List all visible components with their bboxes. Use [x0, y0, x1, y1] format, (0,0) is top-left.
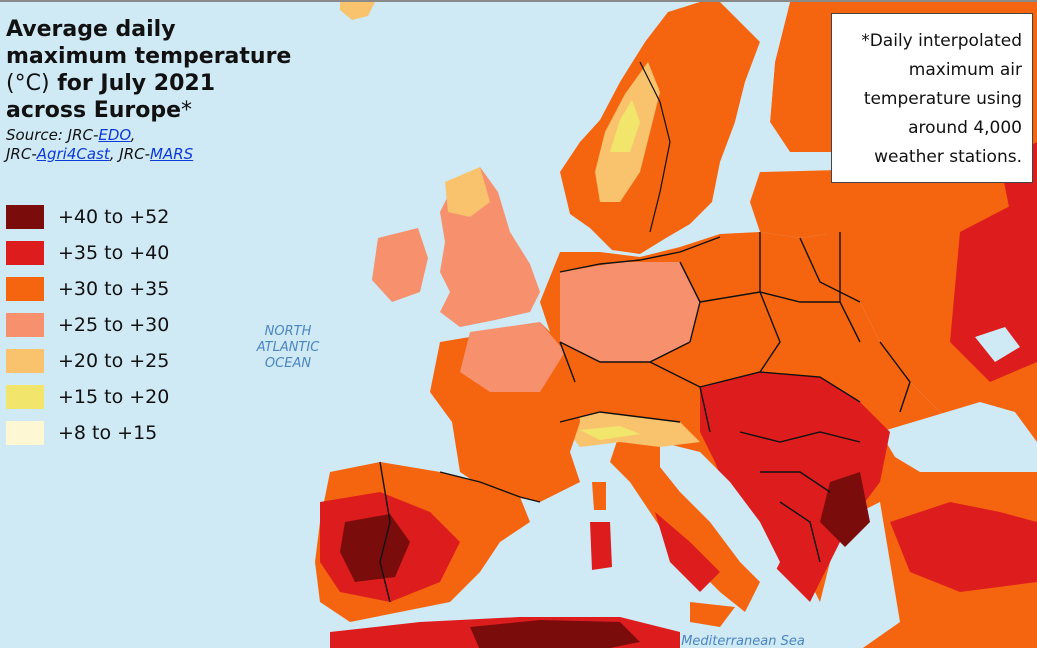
legend-swatch	[6, 385, 44, 409]
country-borders	[379, 232, 911, 603]
sea-of-azov	[975, 327, 1020, 362]
iceland-fragment	[340, 2, 375, 20]
ocean-label: NORTH ATLANTIC OCEAN	[236, 324, 340, 372]
finland-region	[770, 2, 840, 182]
scandinavia-border	[639, 61, 671, 233]
scotland-cool	[445, 167, 490, 217]
legend-swatch	[6, 349, 44, 373]
ocean-label-line-1: NORTH	[264, 324, 312, 339]
legend-item: +35 to +40	[6, 235, 169, 271]
legend-item: +8 to +15	[6, 415, 169, 451]
legend-swatch	[6, 277, 44, 301]
edo-link[interactable]: EDO	[98, 126, 131, 144]
source-comma-1: ,	[130, 126, 136, 144]
alps-cold-core	[580, 426, 640, 440]
baltic-sea	[720, 2, 790, 192]
legend-label: +40 to +52	[58, 206, 170, 228]
map-title: Average daily maximum temperature (°C) f…	[6, 16, 346, 124]
legend-label: +15 to +20	[58, 386, 170, 408]
source-comma-2: , JRC-	[109, 145, 151, 163]
title-block: Average daily maximum temperature (°C) f…	[6, 16, 346, 164]
italy-region	[610, 432, 760, 612]
pannonian-hot-zone	[700, 372, 890, 602]
title-line-1: Average daily	[6, 17, 176, 42]
legend-swatch	[6, 241, 44, 265]
legend-label: +35 to +40	[58, 242, 170, 264]
sicily	[690, 602, 735, 627]
adriatic-sea	[660, 442, 780, 582]
note-line-4: around 4,000	[908, 118, 1022, 138]
mars-link[interactable]: MARS	[150, 145, 194, 163]
legend-label: +8 to +15	[58, 422, 158, 444]
legend-item: +20 to +25	[6, 343, 169, 379]
legend-swatch	[6, 313, 44, 337]
source-credit: Source: JRC-EDO, JRC-Agri4Cast, JRC-MARS	[6, 126, 346, 164]
mediterranean-label: Mediterranean Sea	[681, 634, 805, 648]
note-line-3: temperature using	[863, 89, 1022, 109]
germany-warm	[560, 262, 700, 362]
title-line-3: for July 2021	[49, 71, 216, 96]
balkan-extreme-zone	[820, 472, 870, 547]
note-line-1: *Daily interpolated	[861, 31, 1022, 51]
norway-cool-strip	[610, 100, 640, 152]
legend-item: +40 to +52	[6, 199, 169, 235]
title-line-4: across Europe	[6, 98, 182, 123]
source-prefix: Source: JRC-	[6, 126, 99, 144]
legend-item: +25 to +30	[6, 307, 169, 343]
black-sea	[880, 402, 1037, 477]
legend-swatch	[6, 421, 44, 445]
ocean-label-line-2: ATLANTIC	[256, 340, 320, 355]
legend-label: +20 to +25	[58, 350, 170, 372]
legend-item: +15 to +20	[6, 379, 169, 415]
legend-swatch	[6, 205, 44, 229]
legend: +40 to +52 +35 to +40 +30 to +35 +25 to …	[6, 199, 169, 451]
turkey-hot-zone	[890, 502, 1037, 592]
legend-label: +25 to +30	[58, 314, 170, 336]
italy-hot-zone	[655, 512, 720, 592]
baltic-states	[750, 170, 840, 238]
corsica	[592, 482, 606, 510]
agri4cast-link[interactable]: Agri4Cast	[36, 145, 110, 163]
iberia-extreme-zone	[340, 514, 410, 582]
ocean-label-line-3: OCEAN	[264, 356, 312, 371]
russia-hot-zone	[950, 192, 1037, 382]
legend-label: +30 to +35	[58, 278, 170, 300]
source-prefix-2: JRC-	[6, 145, 37, 163]
title-asterisk: *	[181, 98, 193, 123]
gulf-of-finland	[780, 152, 840, 172]
sardinia	[590, 522, 612, 570]
title-line-2: maximum temperature	[6, 44, 292, 69]
north-africa-extreme	[470, 620, 640, 648]
note-line-2: maximum air	[908, 60, 1022, 80]
methodology-note: *Daily interpolated maximum air temperat…	[831, 13, 1033, 183]
ireland	[372, 228, 428, 302]
title-unit: (°C)	[6, 71, 50, 96]
note-line-5: weather stations.	[874, 147, 1022, 167]
legend-item: +30 to +35	[6, 271, 169, 307]
france-north-warm	[460, 322, 565, 392]
